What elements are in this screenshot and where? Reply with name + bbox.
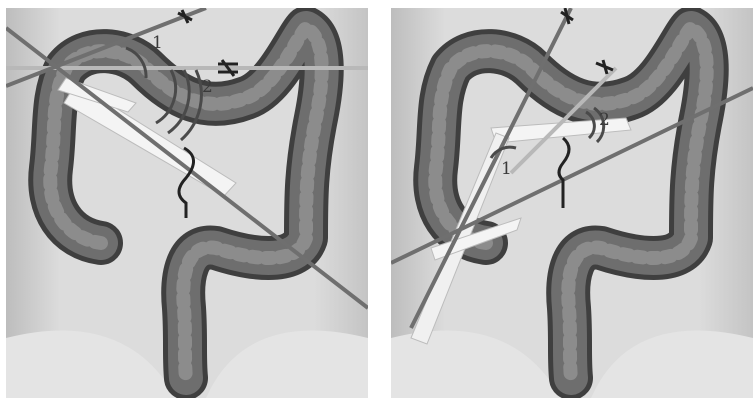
angle-label-1: 1 [152,33,163,53]
left-panel: 1 2 [6,8,368,398]
angle-label-2: 2 [599,110,610,130]
angle-label-1: 1 [501,159,512,179]
angle-label-2: 2 [202,77,213,97]
left-diagram: 1 2 [6,8,368,398]
right-panel: 1 2 [391,8,753,398]
right-diagram: 1 2 [391,8,753,398]
